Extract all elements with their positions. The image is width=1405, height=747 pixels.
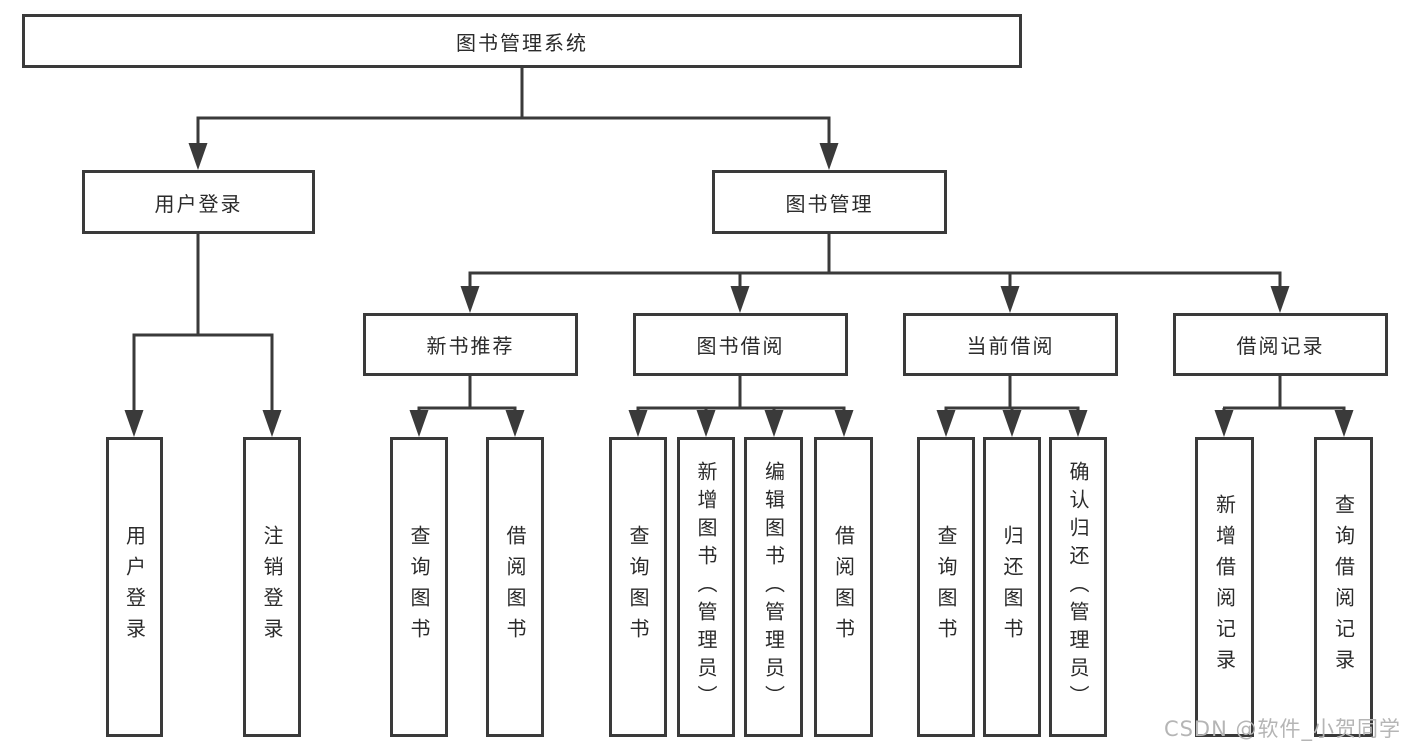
leaf-label: 查询图书 (407, 525, 431, 649)
leaf-query-books-current: 查询图书 (917, 437, 975, 737)
leaf-label: 借阅图书 (831, 525, 856, 649)
leaf-label: 归还图书 (1000, 525, 1024, 649)
leaf-label: 注销登录 (260, 525, 284, 649)
leaf-logout: 注销登录 (243, 437, 301, 737)
leaf-query-borrow-record: 查询借阅记录 (1314, 437, 1373, 737)
leaf-return-book: 归还图书 (983, 437, 1041, 737)
node-current-borrow: 当前借阅 (903, 313, 1118, 376)
leaf-label: 借阅图书 (503, 525, 527, 649)
leaf-borrow-books-borrow: 借阅图书 (814, 437, 873, 737)
leaf-label: 查询借阅记录 (1331, 494, 1356, 680)
node-root: 图书管理系统 (22, 14, 1022, 68)
leaf-label: 用户登录 (122, 525, 147, 649)
leaf-query-books-borrow: 查询图书 (609, 437, 667, 737)
node-new-book-recommend: 新书推荐 (363, 313, 578, 376)
node-book-borrow: 图书借阅 (633, 313, 848, 376)
node-user-login: 用户登录 (82, 170, 315, 234)
leaf-label: 编辑图书（管理员） (761, 461, 786, 713)
leaf-label: 新增图书（管理员） (694, 461, 718, 713)
watermark: CSDN @软件_小贺同学 (1163, 717, 1401, 741)
leaf-label: 新增借阅记录 (1212, 494, 1237, 680)
leaf-user-login: 用户登录 (106, 437, 163, 737)
leaf-label: 查询图书 (626, 525, 650, 649)
leaf-edit-book-admin: 编辑图书（管理员） (744, 437, 803, 737)
leaf-query-books-recommend: 查询图书 (390, 437, 448, 737)
leaf-borrow-books-recommend: 借阅图书 (486, 437, 544, 737)
leaf-label: 查询图书 (934, 525, 958, 649)
node-book-management: 图书管理 (712, 170, 947, 234)
leaf-label: 确认归还（管理员） (1066, 461, 1090, 713)
node-borrow-records: 借阅记录 (1173, 313, 1388, 376)
leaf-add-book-admin: 新增图书（管理员） (677, 437, 735, 737)
leaf-add-borrow-record: 新增借阅记录 (1195, 437, 1254, 737)
leaf-confirm-return-admin: 确认归还（管理员） (1049, 437, 1107, 737)
